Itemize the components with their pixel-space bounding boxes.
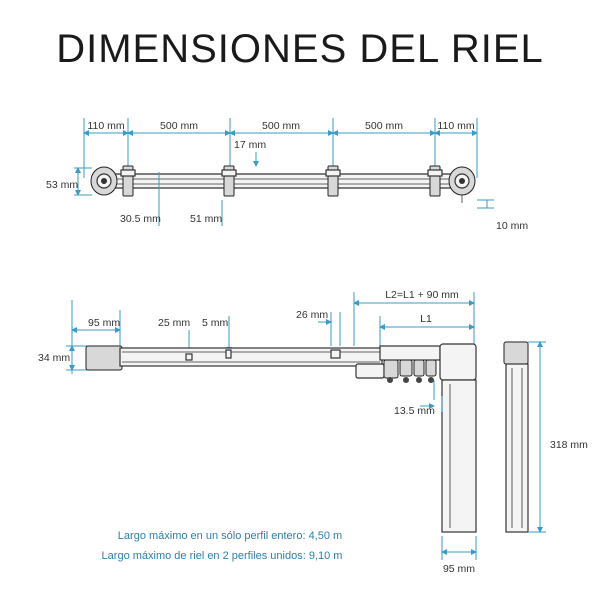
bracket-3 xyxy=(325,165,341,197)
motor-head xyxy=(439,343,477,381)
bottom-view: 95 mm 25 mm 5 mm 26 mm L2=L1 + 90 mm L1 … xyxy=(38,289,588,575)
dim-25-label: 25 mm xyxy=(158,317,190,329)
motor-front-head xyxy=(503,341,529,365)
dim-500-3-label: 500 mm xyxy=(365,120,403,132)
end-cap-right xyxy=(448,166,476,203)
page-title: DIMENSIONES DEL RIEL xyxy=(56,27,544,71)
dim-110-right-label: 110 mm xyxy=(437,120,474,132)
note-max-length-single: Largo máximo en un sólo perfil entero: 4… xyxy=(118,530,342,542)
dim-500-1-label: 500 mm xyxy=(160,120,198,132)
dim-51-label: 51 mm xyxy=(190,213,222,225)
dim-110-left-label: 110 mm xyxy=(87,120,124,132)
bracket-1 xyxy=(120,165,136,197)
end-cap-left xyxy=(90,166,118,196)
dim-26-label: 26 mm xyxy=(296,309,328,321)
motor-front-body xyxy=(505,363,529,533)
rail-profile-side xyxy=(119,347,383,367)
note-max-length-joined: Largo máximo de riel en 2 perfiles unido… xyxy=(102,550,343,562)
dim-500-2-label: 500 mm xyxy=(262,120,300,132)
dim-95-left-label: 95 mm xyxy=(88,317,120,329)
dim-34-label: 34 mm xyxy=(38,352,70,364)
bracket-4 xyxy=(427,165,443,197)
rail-end-cap-side xyxy=(85,345,123,371)
dim-318-label: 318 mm xyxy=(550,439,588,451)
dim-5-label: 5 mm xyxy=(202,317,229,329)
dim-l1-label: L1 xyxy=(420,313,432,325)
rail-profile-top xyxy=(95,173,469,189)
bracket-2 xyxy=(221,165,237,197)
dim-53-label: 53 mm xyxy=(46,179,78,191)
dim-l2-label: L2=L1 + 90 mm xyxy=(385,289,459,301)
dim-95-bottom-label: 95 mm xyxy=(443,563,475,575)
carrier-mechanism xyxy=(355,345,441,383)
dim-17-label: 17 mm xyxy=(234,139,266,151)
motor-body xyxy=(441,379,477,533)
dim-13-5-label: 13.5 mm xyxy=(394,405,435,417)
dim-10-label: 10 mm xyxy=(496,220,528,232)
top-view: 110 mm 500 mm 500 mm 500 mm 110 mm 17 mm xyxy=(46,118,528,232)
dim-30-5-label: 30.5 mm xyxy=(120,213,161,225)
